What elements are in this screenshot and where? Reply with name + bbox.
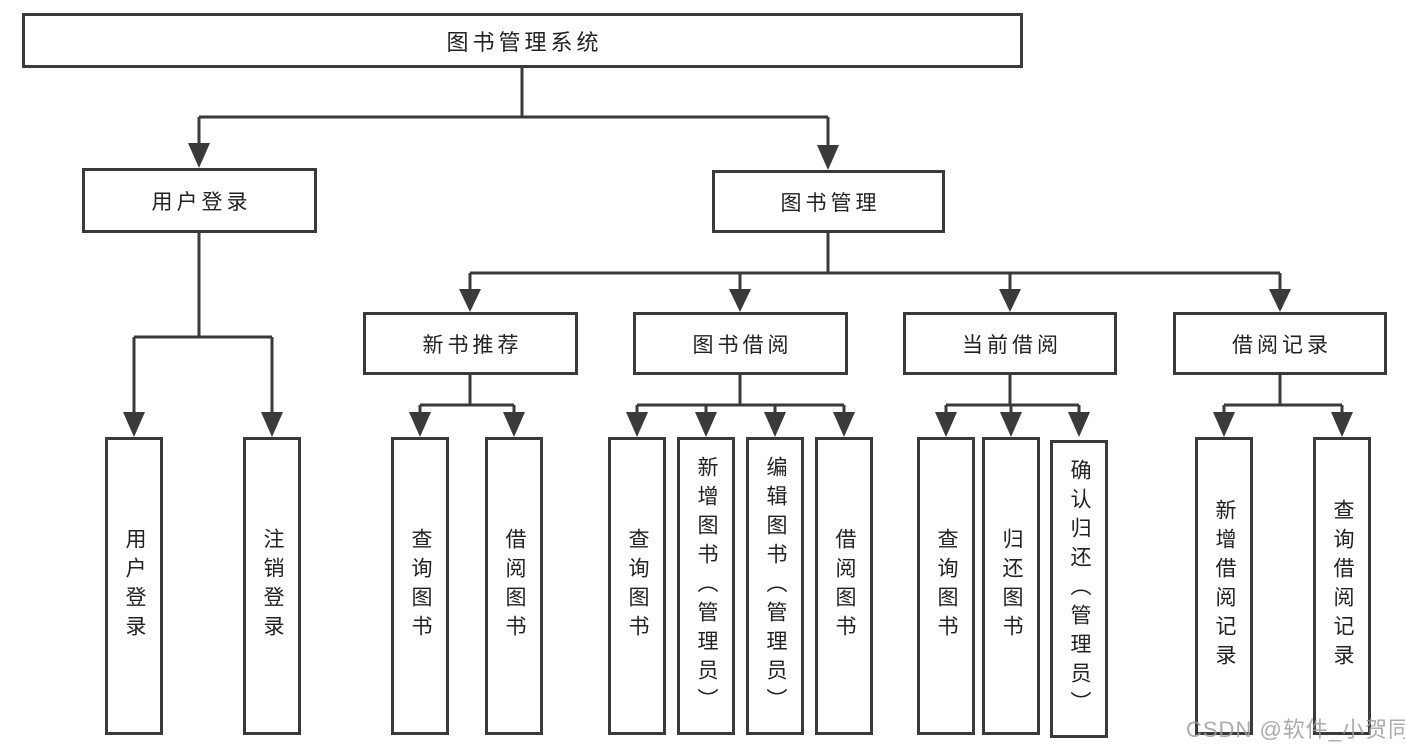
leaf-query-books-borrow: 查询图书 (608, 437, 666, 735)
connector-user-login-children (123, 231, 283, 437)
connector-book-borrow-children (626, 375, 855, 437)
leaf-return-books: 归还图书 (982, 437, 1040, 735)
connector-borrow-records-children (1213, 375, 1353, 437)
node-root-system: 图书管理系统 (22, 13, 1023, 68)
leaf-logout: 注销登录 (243, 437, 301, 735)
leaf-user-login: 用户登录 (105, 437, 163, 735)
node-book-borrow: 图书借阅 (633, 312, 848, 375)
connector-book-mgmt-to-level3 (459, 233, 1291, 312)
connector-current-borrow-children (935, 375, 1090, 437)
node-borrow-records: 借阅记录 (1173, 312, 1387, 375)
node-new-book-recommend: 新书推荐 (363, 312, 578, 375)
leaf-query-books-current: 查询图书 (917, 437, 975, 735)
connector-root-to-level2 (188, 68, 839, 170)
leaf-borrow-books-recommend: 借阅图书 (485, 437, 543, 735)
watermark: CSDN @软件_小贺同学 (1186, 717, 1405, 742)
leaf-confirm-return-admin: 确认归还（管理员） (1050, 440, 1108, 738)
leaf-edit-book-admin: 编辑图书（管理员） (746, 437, 804, 735)
leaf-query-borrow-record: 查询借阅记录 (1313, 437, 1371, 735)
node-user-login: 用户登录 (82, 168, 317, 233)
node-book-management: 图书管理 (712, 170, 945, 233)
leaf-borrow-books: 借阅图书 (815, 437, 873, 735)
leaf-query-books-recommend: 查询图书 (391, 437, 449, 735)
leaf-add-borrow-record: 新增借阅记录 (1195, 437, 1253, 735)
node-current-borrow: 当前借阅 (903, 312, 1117, 375)
connector-new-book-recommend-children (409, 375, 525, 437)
leaf-add-book-admin: 新增图书（管理员） (677, 437, 735, 735)
